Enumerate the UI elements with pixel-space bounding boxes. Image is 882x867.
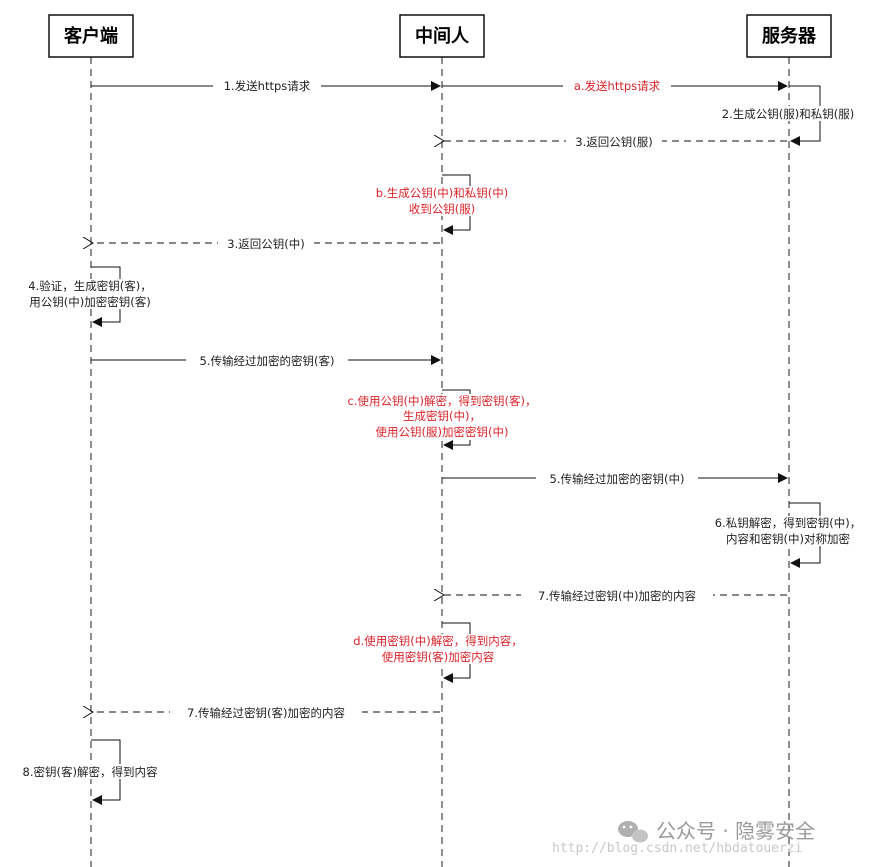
actor-client: 客户端 [48,14,134,58]
wechat-icon [618,821,648,843]
message-b-line2: 收到公钥(服) [409,202,475,216]
message-6: 6.私钥解密，得到密钥(中)， 内容和密钥(中)对称加密 [700,502,876,568]
message-d: d.使用密钥(中)解密，得到内容， 使用密钥(客)加密内容 [338,622,538,683]
actor-server: 服务器 [746,14,832,58]
message-c-line1: c.使用公钥(中)解密，得到密钥(客)， [348,394,537,408]
message-3-server-label: 3.返回公钥(服) [575,135,652,149]
message-b-line1: b.生成公钥(中)和私钥(中) [376,186,508,200]
message-8: 8.密钥(客)解密，得到内容 [6,739,174,805]
message-5-client-label: 5.传输经过加密的密钥(客) [200,354,335,368]
message-c-line3: 使用公钥(服)加密密钥(中) [376,425,509,439]
message-2-label: 2.生成公钥(服)和私钥(服) [722,107,854,121]
message-d-line1: d.使用密钥(中)解密，得到内容， [353,634,522,648]
actor-server-label: 服务器 [762,25,817,47]
message-5-mid-label: 5.传输经过加密的密钥(中) [550,472,685,486]
message-8-label: 8.密钥(客)解密，得到内容 [23,765,158,779]
message-2: 2.生成公钥(服)和私钥(服) [706,85,870,146]
message-3-mid-label: 3.返回公钥(中) [227,237,304,251]
message-3-mid: 3.返回公钥(中) [93,236,440,251]
message-a-label: a.发送https请求 [574,79,661,93]
watermark: 公众号 · 隐雾安全 http://blog.csdn.net/hbdatoue… [552,819,815,856]
actor-middleman: 中间人 [399,14,485,58]
message-7-server-label: 7.传输经过密钥(中)加密的内容 [538,589,696,603]
lifelines [90,57,790,867]
watermark-text: 公众号 · 隐雾安全 [656,819,815,843]
message-c: c.使用公钥(中)解密，得到密钥(客)， 生成密钥(中)， 使用公钥(服)加密密… [328,389,556,450]
watermark-url: http://blog.csdn.net/hbdatouerzi [552,841,802,856]
message-5-client: 5.传输经过加密的密钥(客) [91,353,441,368]
message-4: 4.验证，生成密钥(客)， 用公钥(中)加密密钥(客) [15,266,165,327]
message-b: b.生成公钥(中)和私钥(中) 收到公钥(服) [358,174,526,235]
message-4-line2: 用公钥(中)加密密钥(客) [29,295,150,309]
message-7-server: 7.传输经过密钥(中)加密的内容 [444,588,787,603]
actor-middleman-label: 中间人 [415,25,470,47]
message-7-mid: 7.传输经过密钥(客)加密的内容 [93,705,440,720]
message-3-server: 3.返回公钥(服) [444,134,787,149]
message-c-line2: 生成密钥(中)， [403,409,481,423]
message-a: a.发送https请求 [442,79,788,93]
message-4-line1: 4.验证，生成密钥(客)， [28,279,151,293]
message-6-line2: 内容和密钥(中)对称加密 [726,532,850,546]
actor-client-label: 客户端 [64,25,118,47]
message-1-label: 1.发送https请求 [224,79,311,93]
message-7-mid-label: 7.传输经过密钥(客)加密的内容 [187,706,345,720]
message-d-line2: 使用密钥(客)加密内容 [382,650,495,664]
message-6-line1: 6.私钥解密，得到密钥(中)， [715,516,861,530]
message-1: 1.发送https请求 [91,79,441,93]
message-5-mid: 5.传输经过加密的密钥(中) [442,471,788,486]
